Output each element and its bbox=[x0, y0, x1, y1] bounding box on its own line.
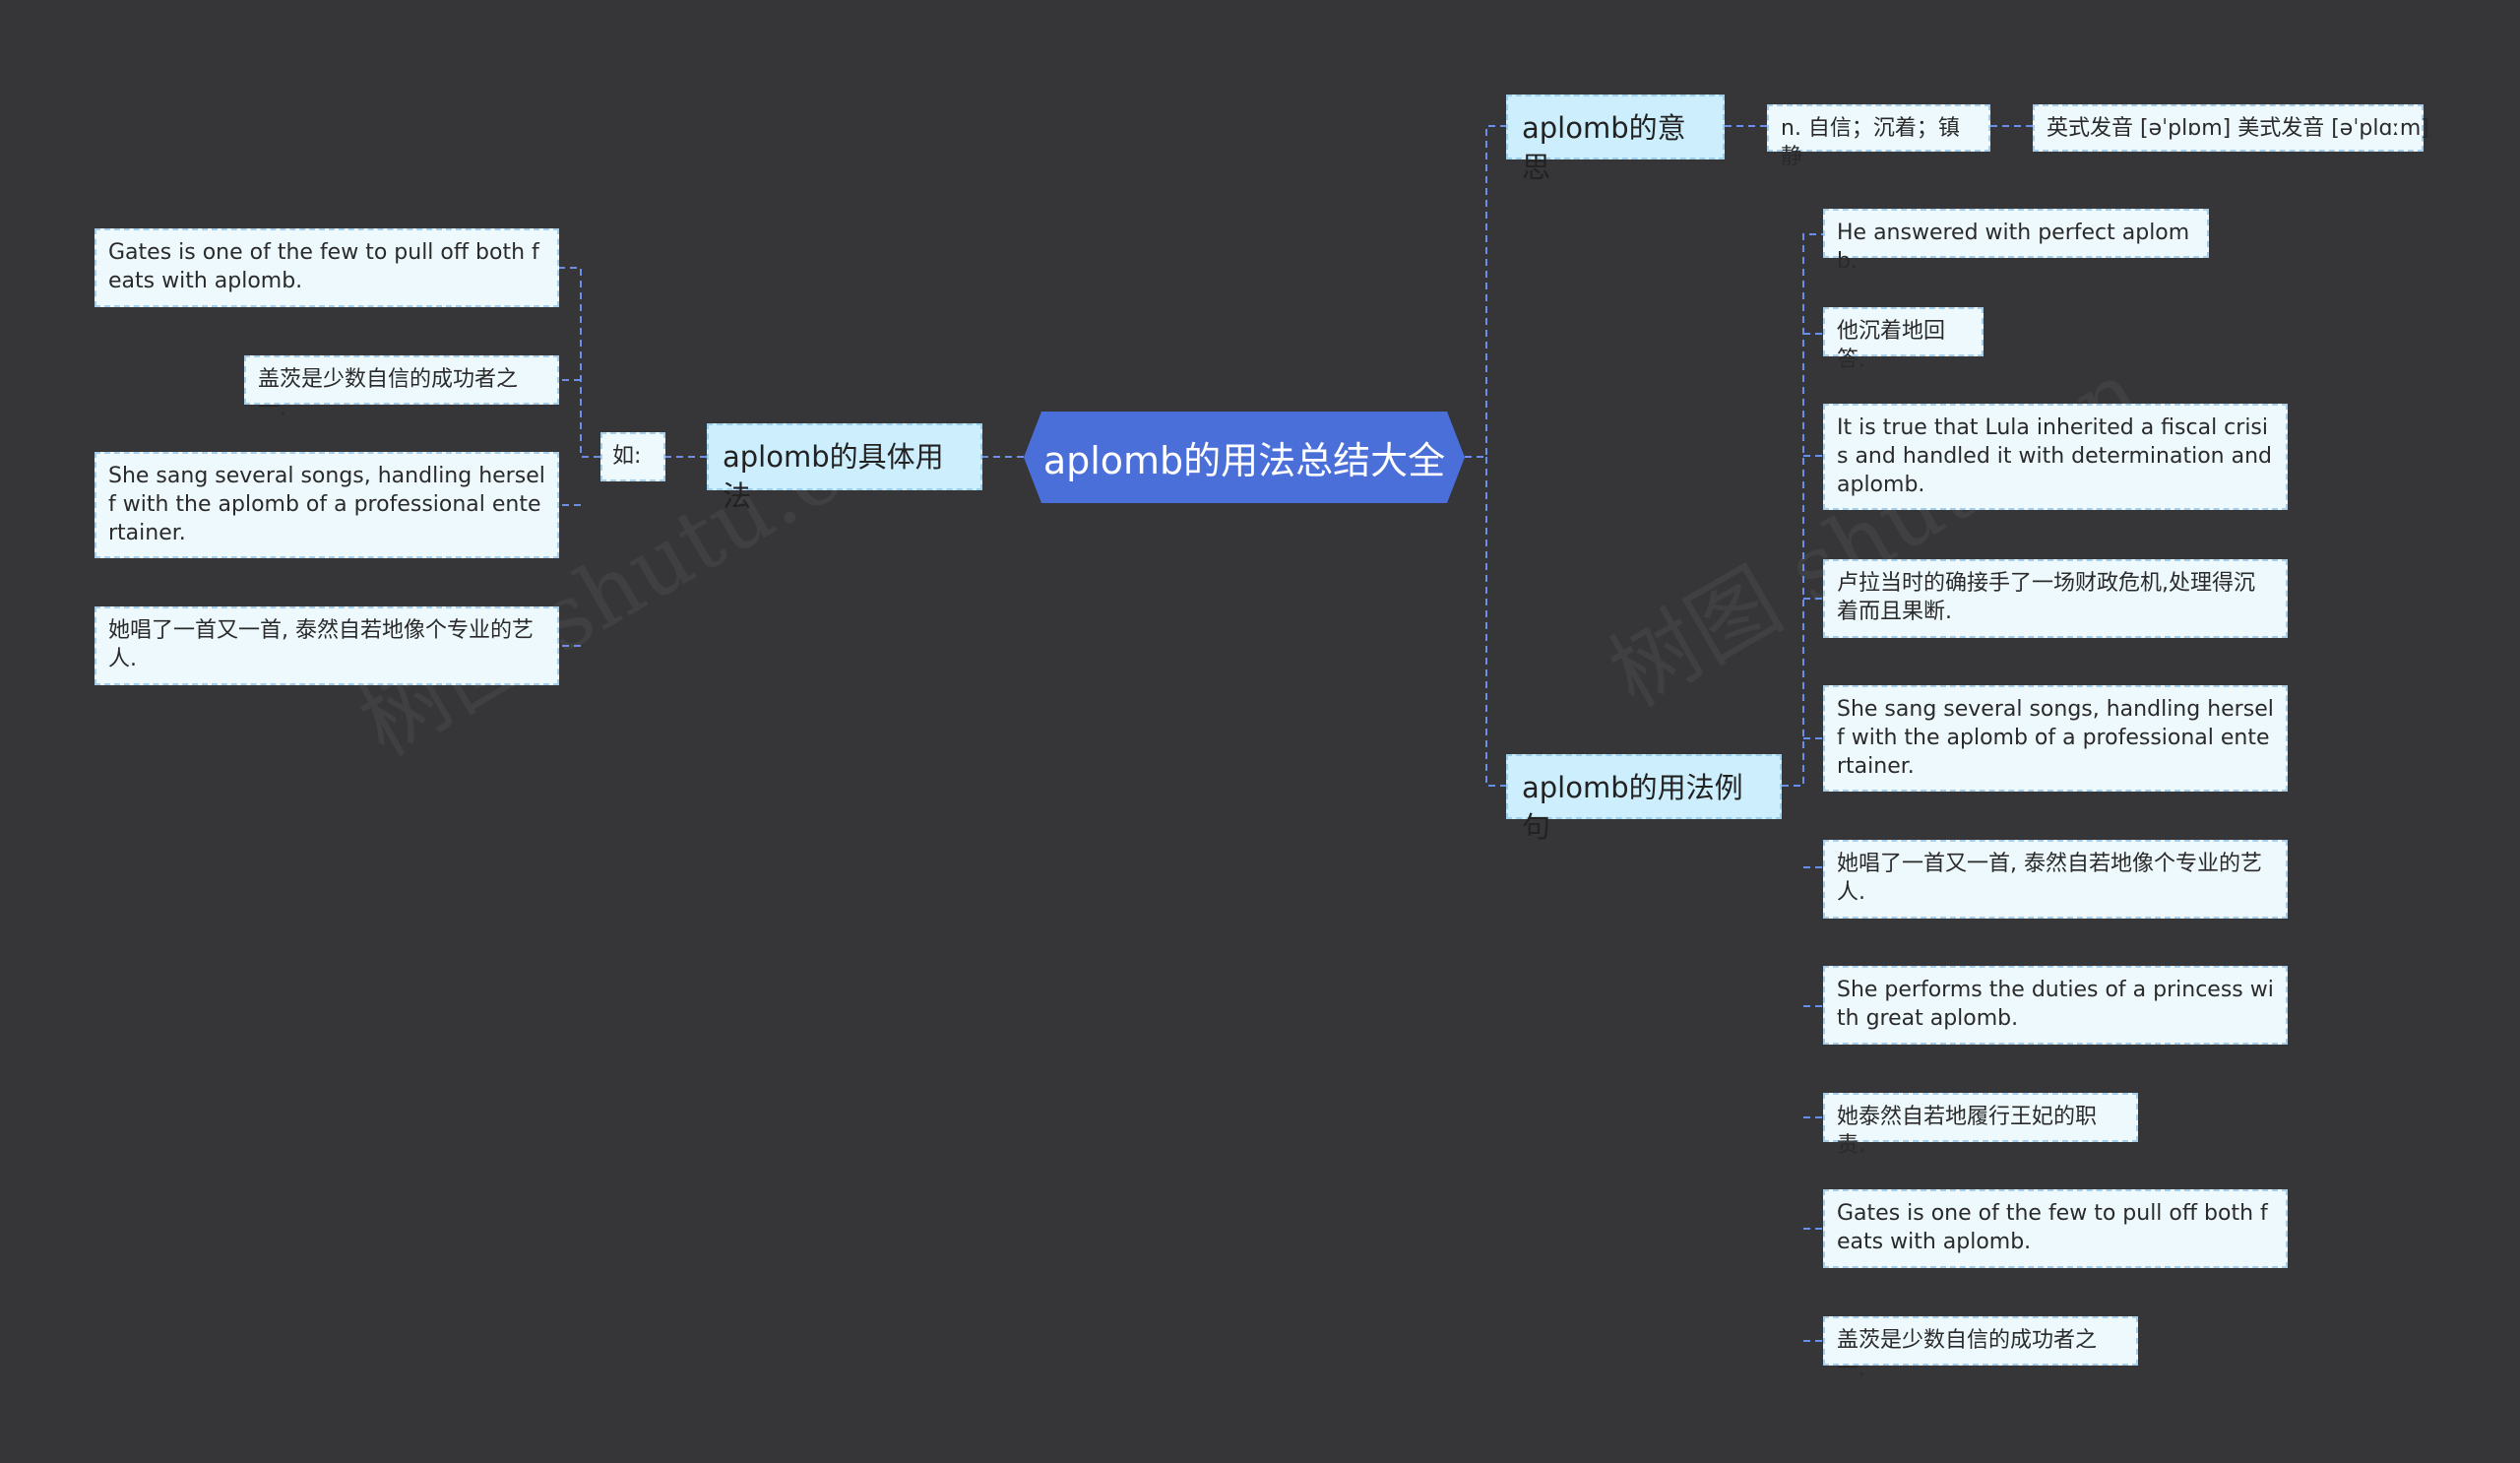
example-item[interactable]: She sang several songs, handling herself… bbox=[1823, 685, 2288, 792]
meaning-definition[interactable]: n. 自信；沉着；镇静 bbox=[1767, 104, 1990, 169]
example-item[interactable]: 他沉着地回答. bbox=[1823, 307, 1984, 372]
usage-item[interactable]: 盖茨是少数自信的成功者之一. bbox=[244, 355, 559, 420]
connector-examples-leaves bbox=[1782, 233, 1823, 1342]
example-item[interactable]: She performs the duties of a princess wi… bbox=[1823, 966, 2288, 1045]
example-item[interactable]: Gates is one of the few to pull off both… bbox=[1823, 1189, 2288, 1268]
usage-sub-label[interactable]: 如: bbox=[600, 432, 665, 481]
usage-item[interactable]: She sang several songs, handling herself… bbox=[94, 452, 559, 558]
meaning-pronunciation[interactable]: 英式发音 [əˈplɒm] 美式发音 [əˈplɑːm] bbox=[2033, 104, 2429, 152]
example-item[interactable]: He answered with perfect aplomb. bbox=[1823, 209, 2209, 274]
connector-sub-leaves bbox=[559, 267, 600, 647]
usage-item[interactable]: 她唱了一首又一首, 泰然自若地像个专业的艺人. bbox=[94, 606, 559, 685]
example-item[interactable]: 她唱了一首又一首, 泰然自若地像个专业的艺人. bbox=[1823, 840, 2288, 919]
example-item[interactable]: 她泰然自若地履行王妃的职责. bbox=[1823, 1093, 2138, 1158]
example-item[interactable]: 盖茨是少数自信的成功者之一. bbox=[1823, 1316, 2138, 1381]
branch-usage[interactable]: aplomb的具体用法 bbox=[707, 423, 982, 513]
connector-root-right bbox=[1465, 125, 1506, 787]
example-item[interactable]: It is true that Lula inherited a fiscal … bbox=[1823, 404, 2288, 510]
root-topic[interactable]: aplomb的用法总结大全 bbox=[1024, 412, 1465, 503]
usage-item[interactable]: Gates is one of the few to pull off both… bbox=[94, 228, 559, 307]
example-item[interactable]: 卢拉当时的确接手了一场财政危机,处理得沉着而且果断. bbox=[1823, 559, 2288, 638]
branch-meaning[interactable]: aplomb的意思 bbox=[1506, 95, 1725, 184]
branch-examples[interactable]: aplomb的用法例句 bbox=[1506, 754, 1782, 844]
